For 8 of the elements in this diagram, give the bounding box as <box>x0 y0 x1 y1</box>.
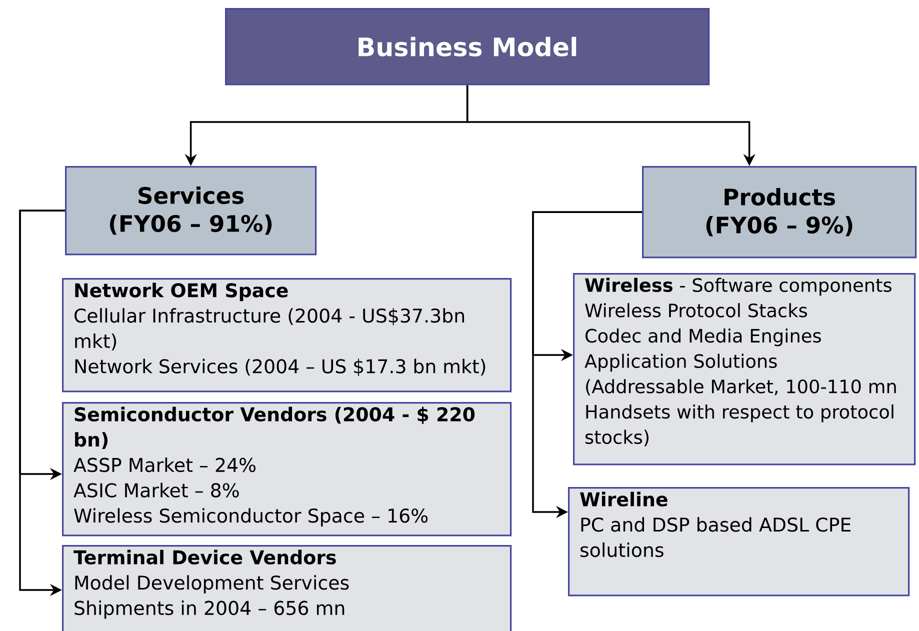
text-box: Terminal Device Vendors Model Development Services Shipments in 2004 – 656 mn <box>62 545 512 631</box>
category-box: Products (FY06 – 9%) <box>642 166 917 258</box>
text-box: Wireline PC and DSP based ADSL CPE solutions <box>568 487 910 596</box>
category-box: Services (FY06 – 91%) <box>65 166 317 256</box>
text-box: Network OEM Space Cellular Infrastructure (2004 - US$37.3bn mkt) Network Services (2004 – US $17.3 bn mkt) <box>62 278 512 392</box>
text-box: Semiconductor Vendors (2004 - $ 220 bn) ASSP Market – 24% ASIC Market – 8% Wireless Semiconductor Space – 16% <box>62 402 512 536</box>
text-box: Wireless - Software components Wireless Protocol Stacks Codec and Media Engines Application Solutions (Addressable Market, 100-110 mn Handsets with respect to protocol stocks) <box>573 273 916 466</box>
title-box: Business Model <box>225 8 710 86</box>
